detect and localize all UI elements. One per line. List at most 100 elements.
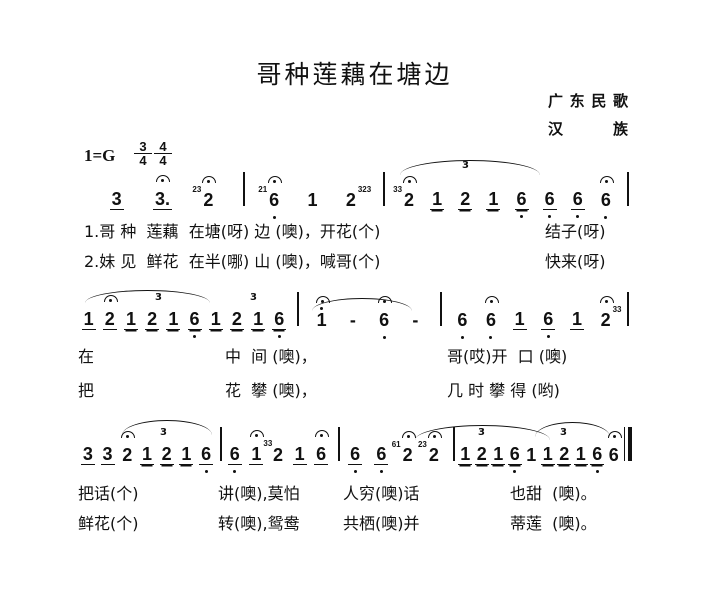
lyric-v1: 人穷(噢)话 [343, 484, 420, 503]
lyric-v1: 1.哥 种 莲藕 在塘(呀) 边 (噢)，开花(个) [84, 222, 381, 241]
triplet-mark: 3 [478, 427, 485, 438]
grace-notes: 323 [357, 185, 372, 194]
note: 1 [486, 189, 501, 210]
lyric-v2: 鲜花(个) [78, 514, 139, 533]
final-barline-thin [624, 427, 625, 461]
ts-denominator: 4 [159, 153, 167, 168]
lyric-v2: 快来(呀) [545, 252, 606, 271]
fermata-icon [315, 430, 330, 437]
note: 1 [208, 309, 223, 330]
ts-denominator: 4 [139, 153, 147, 168]
triplet-mark: 3 [160, 427, 167, 438]
fermata-icon [268, 176, 283, 183]
lyric-v1: 在 [78, 347, 95, 366]
note: 6 [455, 310, 469, 339]
note: 6 [187, 309, 202, 338]
note: 1 [81, 309, 96, 330]
grace-notes: 33 [263, 439, 273, 448]
low-octave-dot [353, 470, 357, 473]
note: 6 [599, 176, 614, 219]
low-octave-dot [604, 216, 608, 219]
low-octave-dot [595, 470, 599, 473]
fermata-icon [401, 431, 416, 438]
note: 2 [102, 295, 118, 330]
note: 6 [507, 444, 522, 473]
fermata-icon [403, 176, 418, 183]
note: 6 [227, 444, 242, 473]
lyric-v1: 中 间 (噢)， [225, 347, 317, 366]
lyric-v2: 把 [78, 381, 95, 400]
note: 2 [159, 444, 174, 465]
note: 2 [474, 444, 489, 465]
note: 6 [484, 296, 499, 339]
grace-notes: 33 [612, 305, 622, 314]
fermata-icon [156, 175, 171, 182]
note: 6 [374, 444, 389, 473]
note: 6 [377, 296, 393, 339]
key-signature: 1=G [84, 146, 116, 165]
lyric-v1: 把话(个) [78, 484, 139, 503]
barline [383, 172, 385, 206]
note: 1 [569, 309, 584, 330]
song-title: 哥种莲藕在塘边 [256, 60, 453, 89]
slur [535, 422, 610, 437]
time-signature-4-4: 4 4 [154, 140, 172, 167]
low-octave-dot [520, 215, 524, 218]
note: 6 [272, 309, 287, 338]
lyric-v1: 也甜 (噢)。 [510, 484, 597, 503]
low-octave-dot [204, 470, 208, 473]
grace-notes: 33 [393, 185, 403, 194]
low-octave-dot [460, 336, 464, 339]
low-octave-dot [193, 335, 197, 338]
note: 2 [557, 444, 572, 465]
barline [297, 292, 299, 326]
barline [627, 292, 629, 326]
note: 3 [109, 189, 124, 210]
lyric-v2: 2.妹 见 鲜花 在半(哪) 山 (噢)，喊哥(个) [84, 252, 381, 271]
note: 6 [590, 444, 605, 473]
triplet-mark: 3 [560, 427, 567, 438]
note: 1 [307, 190, 318, 210]
lyric-v2: 蒂莲 (噢)。 [510, 514, 597, 533]
ts-numerator: 3 [134, 140, 152, 154]
slur [312, 298, 412, 311]
note: 1 [573, 444, 588, 465]
fermata-icon [250, 430, 265, 437]
fermata-icon [599, 296, 614, 303]
note: 2 [145, 309, 160, 330]
song-ethnicity: 汉 族 [548, 120, 628, 138]
note: 1 [123, 309, 138, 330]
note: 6 [542, 189, 557, 218]
note: 3 [80, 444, 95, 465]
barline [220, 427, 222, 461]
triplet-mark: 3 [155, 292, 162, 303]
note: 1 [540, 444, 555, 465]
grace-notes: 23 [417, 440, 427, 449]
note: 3. [152, 175, 172, 210]
low-octave-dot [546, 335, 550, 338]
note: 2 [120, 431, 136, 465]
barline [338, 427, 340, 461]
fermata-icon [599, 176, 614, 183]
note: 6 [570, 189, 585, 218]
lyric-v2: 转(噢),鸳鸯 [218, 514, 300, 533]
note: 1 [512, 309, 527, 330]
note: 1 [179, 444, 194, 465]
low-octave-dot [277, 335, 281, 338]
low-octave-dot [379, 470, 383, 473]
note: 1 [315, 296, 330, 330]
note: 6 [348, 444, 363, 473]
lyric-v2: 几 时 攀 得 (哟) [447, 381, 560, 400]
lyric-v1: 哥(哎)开 口 (噢) [447, 347, 568, 366]
note: 6 [541, 309, 556, 338]
fermata-icon [484, 296, 499, 303]
